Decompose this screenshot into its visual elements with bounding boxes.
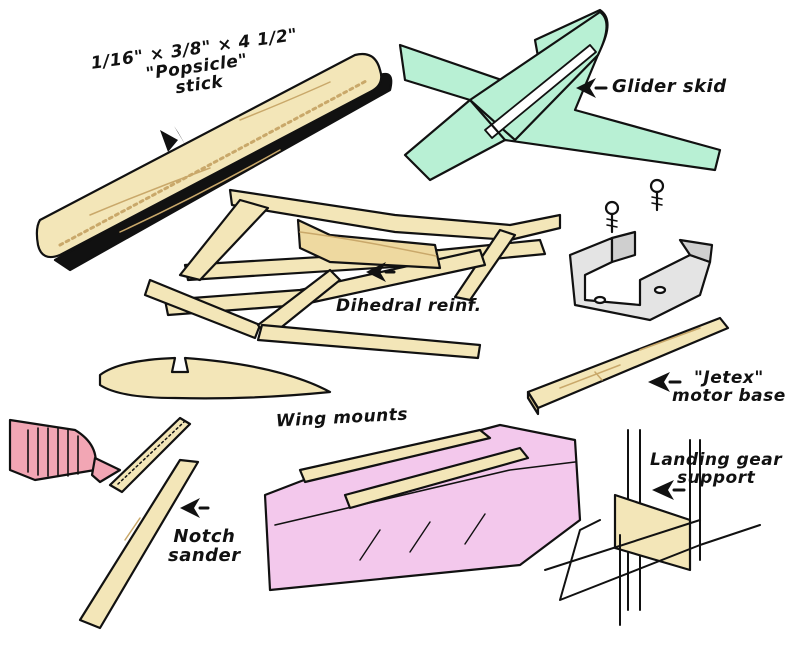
notch-text: Notch bbox=[173, 526, 236, 547]
sander-text: sander bbox=[168, 544, 241, 566]
arrow-shafts bbox=[198, 86, 686, 510]
notch-sander-label: Notch sander bbox=[168, 526, 241, 566]
wing-rib bbox=[98, 356, 332, 400]
motor-base-text: motor base bbox=[672, 385, 786, 406]
support-text: support bbox=[676, 467, 756, 488]
jetex-motor-base-label: "Jetex" motor base bbox=[672, 368, 786, 406]
landing-gear bbox=[544, 429, 761, 626]
notch-sander bbox=[78, 416, 200, 630]
dihedral-reinf-label: Dihedral reinf. bbox=[336, 296, 482, 316]
glue-tube bbox=[8, 418, 122, 484]
glider bbox=[398, 8, 722, 182]
arrow-icon bbox=[160, 78, 674, 518]
jetex-name-text: "Jetex" bbox=[694, 368, 764, 388]
popsicle-stick bbox=[35, 52, 393, 272]
screw-icon bbox=[604, 178, 665, 234]
jetex-motor-base bbox=[526, 316, 730, 416]
glider-skid-label: Glider skid bbox=[612, 76, 727, 97]
wing-frame bbox=[143, 188, 562, 360]
landing-gear-text: Landing gear bbox=[650, 450, 783, 470]
jetex-clip bbox=[568, 230, 714, 322]
wing-block bbox=[263, 423, 582, 592]
landing-gear-support-label: Landing gear support bbox=[650, 450, 783, 488]
